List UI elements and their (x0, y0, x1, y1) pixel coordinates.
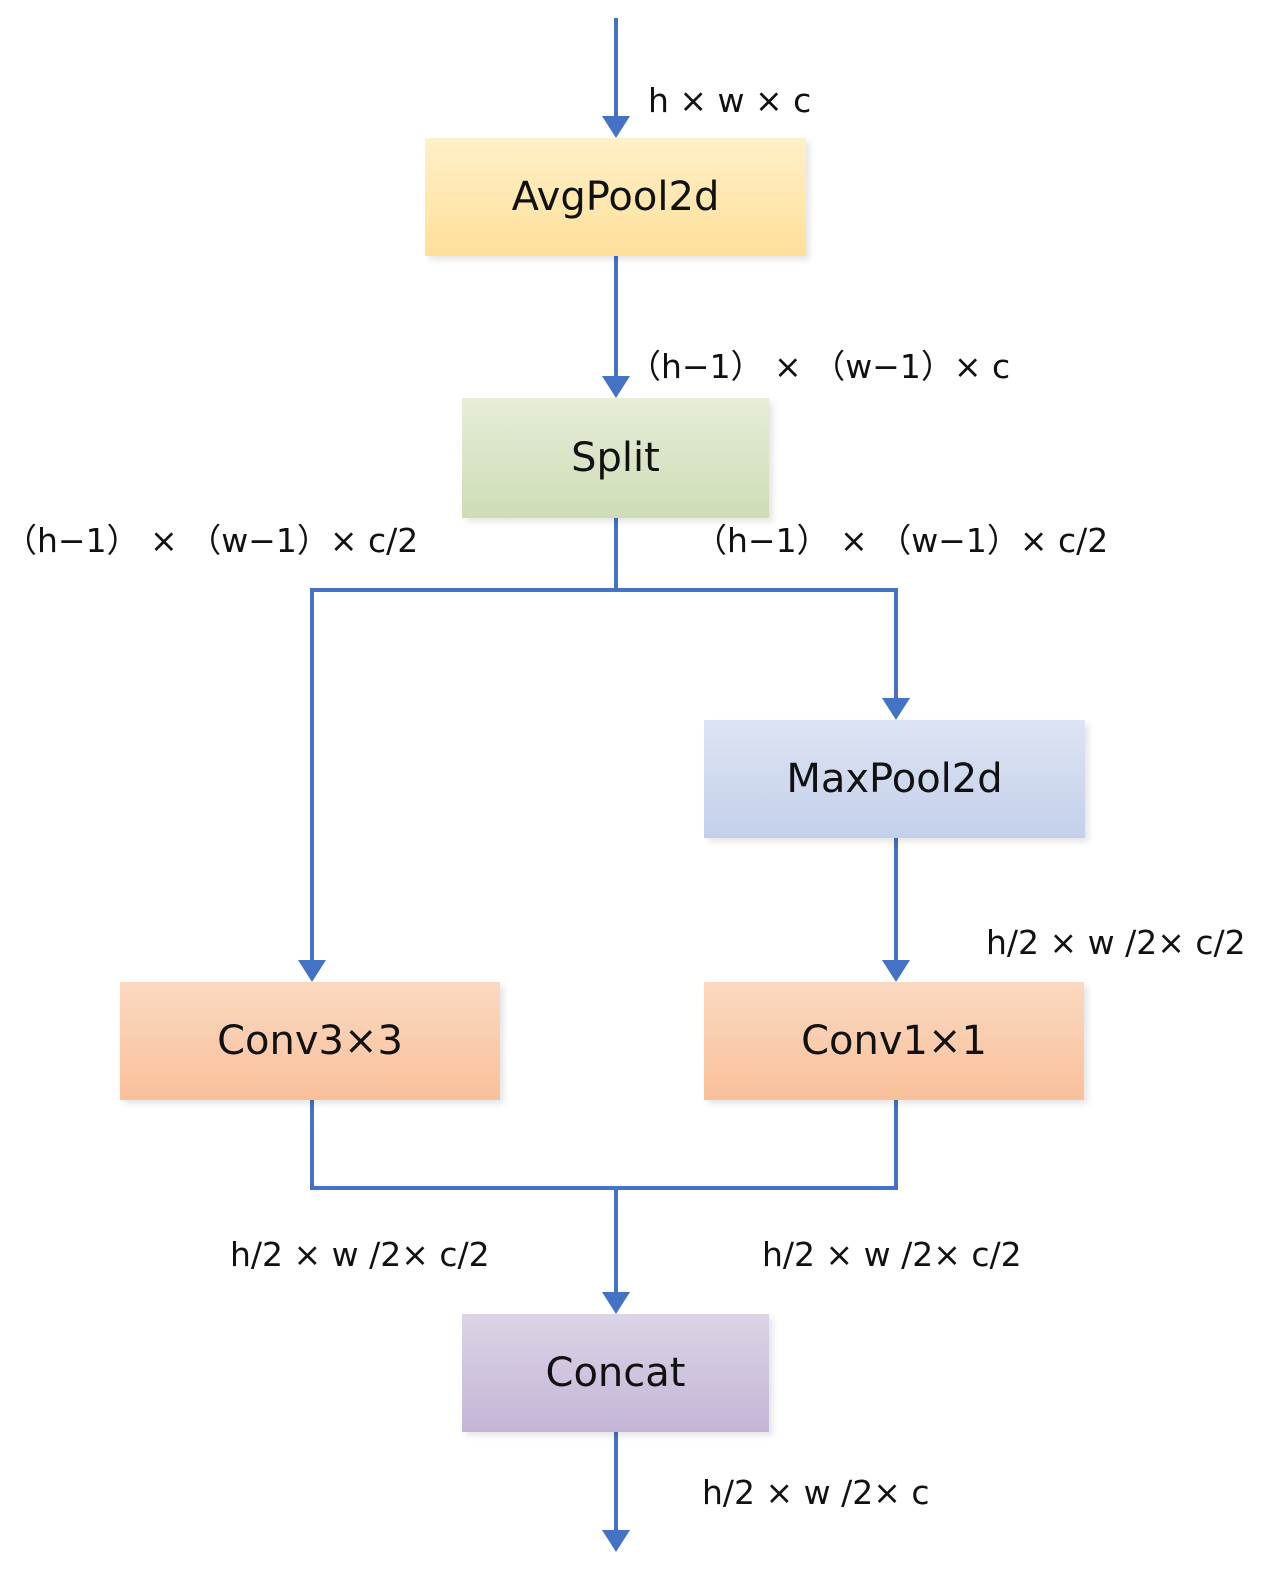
conv3x3-node: Conv3×3 (120, 982, 500, 1100)
concat-label: Concat (545, 1350, 686, 1396)
conv1x1-label: Conv1×1 (801, 1018, 987, 1064)
conv1x1-output-dims-label: h/2 × w /2× c/2 (762, 1235, 1022, 1274)
conv3x3-arrowhead (298, 960, 326, 982)
arrowheads (298, 116, 910, 1552)
maxpool-output-dims-label: h/2 × w /2× c/2 (986, 923, 1246, 962)
split-left-dims-label: （h−1） × （w−1）× c/2 (4, 521, 419, 560)
split-branch-edge (310, 588, 898, 962)
concat-node: Concat (462, 1314, 769, 1432)
split-right-dims-label: （h−1） × （w−1）× c/2 (694, 521, 1109, 560)
connectors (310, 18, 898, 1532)
avgpool-node: AvgPool2d (425, 138, 806, 256)
output-arrowhead (602, 1530, 630, 1552)
conv3x3-label: Conv3×3 (217, 1018, 403, 1064)
input-dims-label: h × w × c (648, 81, 812, 120)
input-arrowhead (602, 116, 630, 138)
output-dims-label: h/2 × w /2× c (702, 1473, 930, 1512)
concat-arrowhead (602, 1292, 630, 1314)
maxpool-label: MaxPool2d (786, 756, 1003, 802)
merge-edge (310, 1100, 898, 1190)
split-node: Split (462, 398, 769, 518)
split-arrowhead (602, 376, 630, 398)
maxpool-node: MaxPool2d (704, 720, 1085, 838)
avgpool-output-dims-label: （h−1） × （w−1）× c (628, 347, 1011, 386)
conv1x1-node: Conv1×1 (704, 982, 1084, 1100)
maxpool-arrowhead (882, 698, 910, 720)
split-label: Split (571, 435, 660, 481)
avgpool-label: AvgPool2d (511, 174, 720, 220)
conv3x3-output-dims-label: h/2 × w /2× c/2 (230, 1235, 490, 1274)
conv1x1-arrowhead (882, 960, 910, 982)
